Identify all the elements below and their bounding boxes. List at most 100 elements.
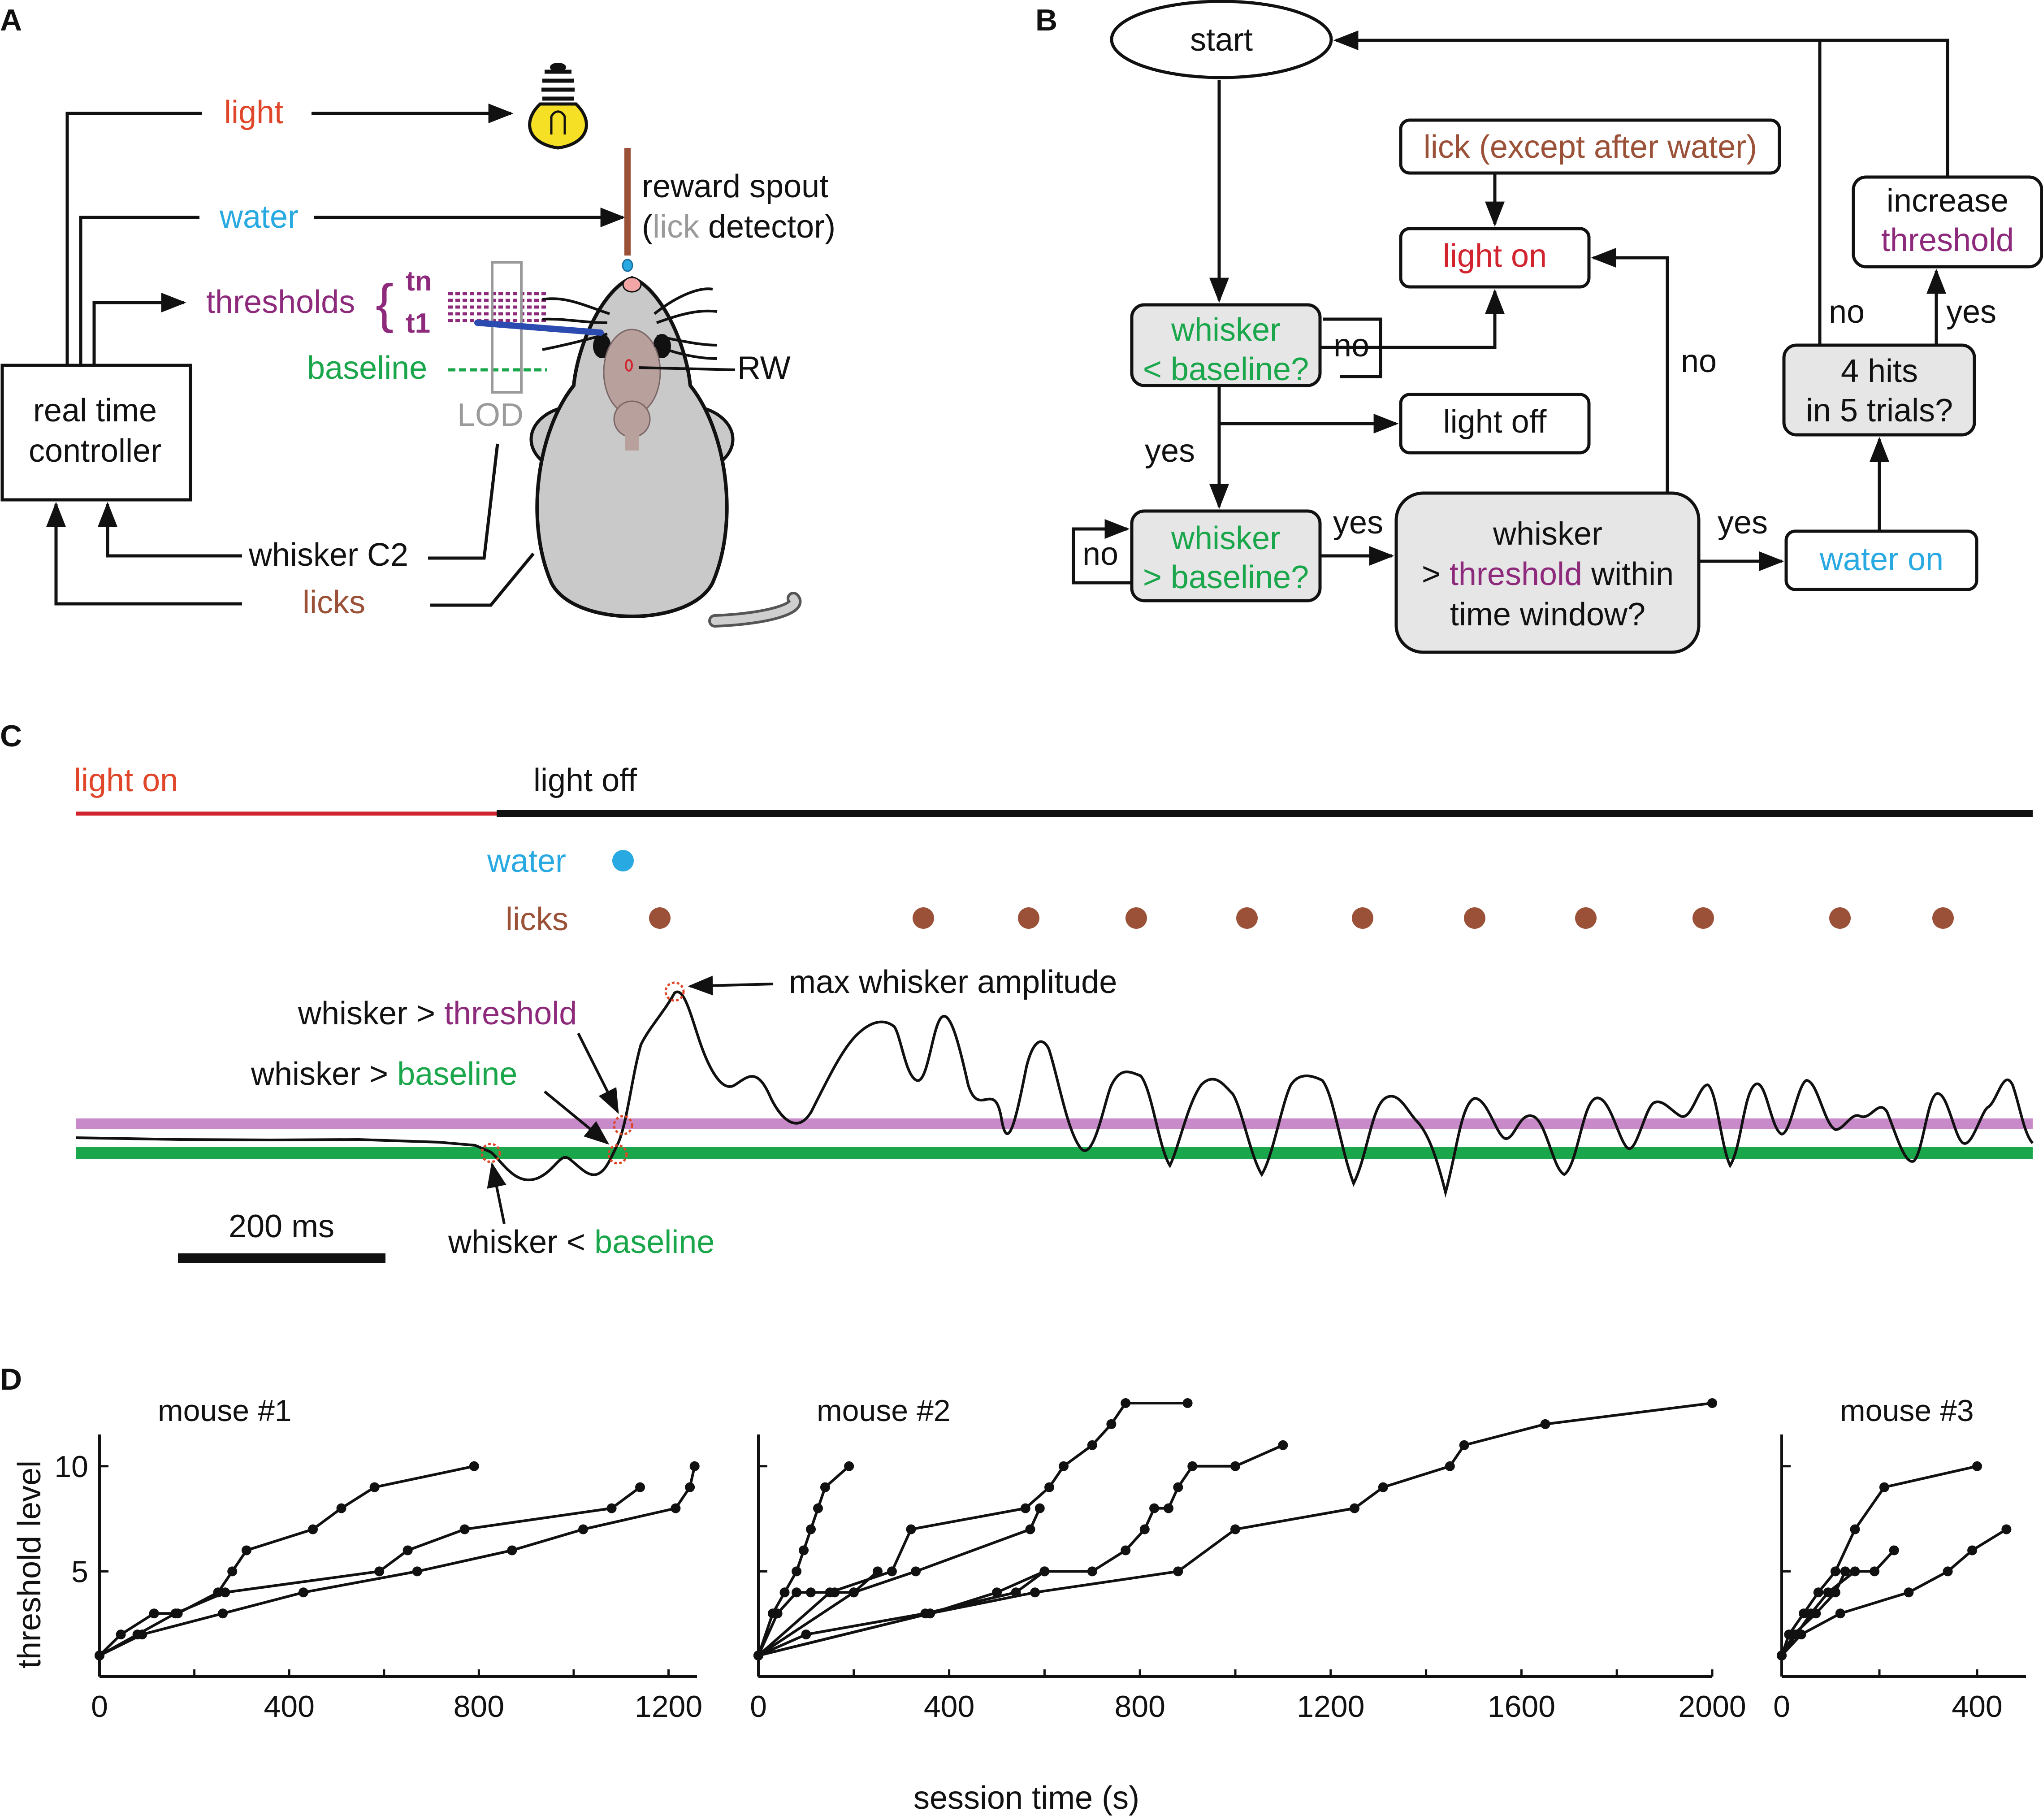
whisker-lt-label-1: whisker — [1171, 312, 1281, 348]
panel-label-a: A — [0, 3, 22, 37]
data-point — [1823, 1587, 1833, 1598]
lick-dot — [649, 907, 671, 929]
lick-dot — [913, 907, 934, 929]
light-label: light — [224, 95, 283, 130]
data-point — [1830, 1566, 1840, 1577]
spout-label-2: (lick detector) — [642, 209, 835, 245]
data-point — [170, 1608, 181, 1619]
data-point — [369, 1482, 380, 1492]
edge-yes-3: yes — [1718, 505, 1768, 541]
controller-label-2: controller — [29, 433, 161, 469]
x-tick-label: 800 — [1114, 1690, 1165, 1724]
data-point — [1811, 1608, 1821, 1619]
data-point — [1121, 1398, 1131, 1408]
licks-signal-wire — [430, 552, 535, 607]
data-point — [1796, 1629, 1806, 1640]
data-point — [671, 1503, 681, 1513]
hits-label-2: in 5 trials? — [1806, 393, 1953, 429]
thresholds-line — [92, 293, 186, 365]
water-line — [79, 216, 199, 365]
data-point — [1173, 1482, 1183, 1492]
series-line — [99, 1466, 696, 1657]
data-point — [336, 1503, 346, 1513]
panel-c: C light on light off water licks — [0, 719, 2034, 1263]
data-point — [689, 1461, 700, 1471]
licks-label: licks — [303, 585, 365, 620]
x-tick-label: 1200 — [635, 1690, 702, 1724]
controller-label-1: real time — [33, 393, 157, 429]
marker-whisker-lt-baseline — [480, 1143, 501, 1163]
x-tick-label: 400 — [1952, 1690, 2002, 1724]
data-point — [1707, 1398, 1717, 1408]
chart-title: mouse #1 — [158, 1394, 292, 1428]
lick-dots — [649, 907, 1954, 929]
data-point — [1459, 1440, 1469, 1450]
data-point — [1350, 1503, 1359, 1513]
water-text: water — [487, 843, 566, 879]
data-point — [806, 1524, 816, 1534]
thresholds-label: thresholds — [206, 284, 355, 320]
edge-yes-2: yes — [1333, 505, 1383, 541]
lod-label: LOD — [457, 397, 524, 433]
data-point — [1850, 1566, 1860, 1577]
light-line — [65, 112, 202, 365]
start-node — [1110, 0, 1333, 79]
mouse-illustration — [474, 276, 802, 628]
data-point — [1039, 1566, 1050, 1577]
threshold-node-label-1: whisker — [1493, 516, 1602, 552]
water-on-label: water on — [1819, 542, 1943, 577]
data-point — [227, 1566, 238, 1577]
panel-label-d: D — [0, 1362, 22, 1396]
x-tick-label: 2000 — [1678, 1690, 1746, 1724]
data-point — [1149, 1503, 1160, 1513]
light-on-label: light on — [1443, 238, 1547, 274]
y-tick-label: 5 — [71, 1555, 88, 1589]
data-point — [308, 1524, 318, 1534]
lick-dot — [1352, 907, 1373, 929]
data-point — [1777, 1651, 1787, 1661]
whisker-trace — [76, 990, 2034, 1198]
panel-label-b: B — [1035, 3, 1057, 37]
series-line — [98, 1465, 475, 1657]
data-point — [813, 1503, 823, 1513]
edge-no-1: no — [1333, 328, 1369, 364]
data-point — [2001, 1524, 2012, 1534]
series-line — [757, 1570, 1046, 1657]
edge-no-2: no — [1082, 536, 1118, 572]
x-tick-label: 1200 — [1297, 1690, 1364, 1724]
data-point — [820, 1482, 830, 1492]
whisker-feedback-line — [98, 502, 242, 558]
data-point — [1835, 1608, 1845, 1619]
lick-node-label: lick (except after water) — [1424, 129, 1757, 165]
data-point — [1182, 1398, 1193, 1408]
whisker-lt-baseline-node — [1130, 303, 1322, 387]
data-point — [1058, 1461, 1069, 1471]
data-point — [403, 1545, 413, 1556]
marker-max-amplitude — [664, 981, 685, 1002]
data-point — [606, 1503, 617, 1513]
whisker-gt-label-2: > baseline? — [1143, 559, 1309, 595]
data-point — [241, 1545, 251, 1556]
max-amplitude-arrow — [688, 975, 774, 996]
panel-a: A real time controller light water thres… — [0, 3, 835, 628]
data-point — [887, 1566, 897, 1577]
threshold-node-label-3: time window? — [1450, 597, 1645, 633]
data-point — [825, 1587, 835, 1598]
light-off-label: light off — [1443, 404, 1547, 440]
data-point — [459, 1524, 470, 1534]
light-off-text: light off — [533, 763, 637, 798]
data-point — [1230, 1524, 1240, 1534]
x-tick-label: 0 — [91, 1690, 108, 1724]
threshold-brace: { — [376, 273, 394, 334]
data-point — [1943, 1566, 1953, 1577]
data-point — [792, 1566, 802, 1577]
x-tick-label: 0 — [750, 1690, 767, 1724]
hits-label-1: 4 hits — [1841, 353, 1918, 389]
data-point — [1972, 1461, 1982, 1471]
data-point — [799, 1545, 809, 1556]
light-off-node — [1399, 393, 1591, 455]
